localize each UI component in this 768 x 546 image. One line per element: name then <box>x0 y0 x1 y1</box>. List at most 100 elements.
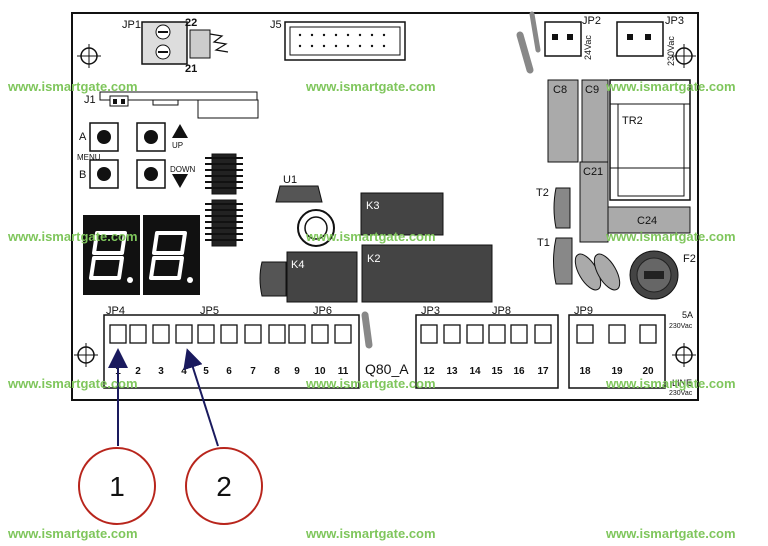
j5-header <box>284 21 406 61</box>
terminal-6-slot <box>220 324 238 344</box>
watermark: www.ismartgate.com <box>7 376 138 391</box>
terminal-11-label: 11 <box>338 366 349 377</box>
terminal-squares: 1234567891011121314151617181920 <box>109 324 657 377</box>
terminal-18-label: 18 <box>579 366 591 377</box>
up-arrow-icon <box>172 124 188 138</box>
jp2-connector <box>544 21 582 57</box>
c8-capacitor <box>547 79 579 163</box>
jp1-pin-21-label: 21 <box>185 63 197 75</box>
terminal-20-slot <box>639 324 657 344</box>
t2-triac <box>553 187 571 229</box>
mounting-hole-top-right <box>672 44 696 68</box>
k2-relay <box>361 244 493 303</box>
k3-relay <box>360 192 444 236</box>
k2-label: K2 <box>367 253 380 265</box>
button-down <box>136 159 188 189</box>
c8-label: C8 <box>553 84 567 96</box>
jp5-label: JP5 <box>200 305 219 317</box>
terminal-19-slot <box>608 324 626 344</box>
c9-capacitor <box>581 79 609 163</box>
terminal-17-label: 17 <box>537 366 549 377</box>
terminal-13-label: 13 <box>446 366 458 377</box>
jp8-label: JP8 <box>492 305 511 317</box>
c9-label: C9 <box>585 84 599 96</box>
terminal-14-slot <box>466 324 484 344</box>
button-b <box>89 159 119 189</box>
terminal-11-slot <box>334 324 352 344</box>
terminal-block-middle <box>415 314 559 389</box>
watermark: www.ismartgate.com <box>7 526 138 541</box>
fuse-voltage-label: 230Vac <box>669 323 693 330</box>
jp3-top-label: JP3 <box>665 15 684 27</box>
terminal-18-slot <box>576 324 594 344</box>
k4-label: K4 <box>291 259 304 271</box>
line-label: LINE <box>672 378 692 388</box>
terminal-4-slot <box>175 324 193 344</box>
power-transistor <box>259 261 287 297</box>
terminal-20-label: 20 <box>642 366 654 377</box>
terminal-2-label: 2 <box>135 366 141 377</box>
terminal-8-label: 8 <box>274 366 280 377</box>
jp9-label: JP9 <box>574 305 593 317</box>
callout-1-label: 1 <box>109 471 125 502</box>
button-a <box>89 122 119 152</box>
t1-triac <box>553 237 573 285</box>
mounting-hole-bottom-right <box>672 343 696 367</box>
terminal-12-label: 12 <box>423 366 435 377</box>
jp3-top-connector <box>616 21 664 57</box>
jp1-connector <box>141 21 229 65</box>
terminal-12-slot <box>420 324 438 344</box>
terminal-15-label: 15 <box>491 366 503 377</box>
terminal-7-label: 7 <box>250 366 256 377</box>
buzzer <box>297 209 335 247</box>
terminal-3-label: 3 <box>158 366 164 377</box>
terminal-5-slot <box>197 324 215 344</box>
button-up <box>136 122 188 152</box>
c24-label: C24 <box>637 215 657 227</box>
terminal-1-slot <box>109 324 127 344</box>
watermark: www.ismartgate.com <box>305 376 436 391</box>
terminal-6-label: 6 <box>226 366 232 377</box>
varistor-2 <box>593 253 621 291</box>
ic-chip-top <box>205 153 243 195</box>
terminal-16-slot <box>510 324 528 344</box>
j1-label: J1 <box>84 94 96 106</box>
watermark: www.ismartgate.com <box>605 79 736 94</box>
u1-label: U1 <box>283 174 297 186</box>
c24-capacitor <box>607 206 691 234</box>
ic-chip-bottom <box>205 199 243 247</box>
j1-jumper <box>99 91 259 119</box>
terminal-10-label: 10 <box>314 366 326 377</box>
terminal-10-slot <box>311 324 329 344</box>
button-up-label: UP <box>172 141 183 150</box>
watermark: www.ismartgate.com <box>605 229 736 244</box>
terminal-5-label: 5 <box>203 366 209 377</box>
line-voltage-label: 230Vac <box>669 390 693 397</box>
terminal-17-slot <box>534 324 552 344</box>
watermark: www.ismartgate.com <box>7 79 138 94</box>
terminal-4-label: 4 <box>181 366 187 377</box>
mounting-hole-bottom-left <box>74 343 98 367</box>
jp3-label: JP3 <box>421 305 440 317</box>
tr2-transformer <box>609 79 691 201</box>
terminal-9-slot <box>288 324 306 344</box>
c21-capacitor <box>579 161 609 243</box>
jp2-label: JP2 <box>582 15 601 27</box>
terminal-2-slot <box>129 324 147 344</box>
model-label: Q80_A <box>365 361 409 377</box>
t2-label: T2 <box>536 187 549 199</box>
watermark: www.ismartgate.com <box>605 526 736 541</box>
jp1-pin-22-label: 22 <box>185 17 197 29</box>
terminal-14-label: 14 <box>469 366 481 377</box>
terminal-16-label: 16 <box>513 366 525 377</box>
t1-label: T1 <box>537 237 550 249</box>
diode-top-2 <box>529 11 541 53</box>
tr2-label: TR2 <box>622 115 643 127</box>
c21-label: C21 <box>583 166 603 178</box>
callout-2-arrow <box>183 348 219 447</box>
button-menu-label: MENU <box>77 153 101 162</box>
jp6-label: JP6 <box>313 305 332 317</box>
u1-regulator <box>275 185 323 203</box>
k3-label: K3 <box>366 200 379 212</box>
jp3-voltage-label: 230Vac <box>666 36 676 66</box>
